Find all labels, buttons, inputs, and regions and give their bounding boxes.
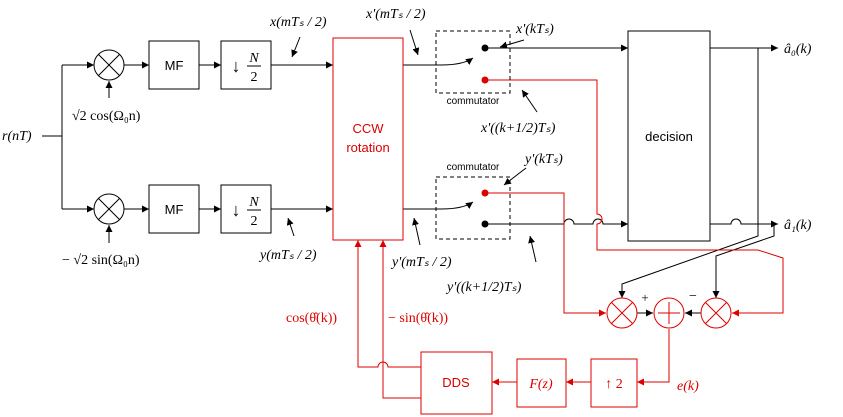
mf-label-bottom: MF [165,202,184,217]
commutator-label-top: commutator [447,96,500,107]
label-y-mid: y'((k+1/2)Tₛ) [445,280,522,295]
switch-top [440,57,474,66]
decimator-d-bottom: 2 [251,214,258,229]
label-cos-theta: cos(θ̂(k)) [286,311,337,326]
a1-tap [712,224,775,298]
commutator-label-bottom: commutator [447,162,500,173]
loop-filter-label: F(z) [528,377,553,392]
label-input: r(nT) [2,129,32,144]
ccw-label-1: CCW [352,121,384,136]
contact-x-on [481,44,489,52]
ptr-x-rot [409,29,420,56]
label-x-mid: x'((k+1/2)Tₛ) [480,121,556,136]
y-mid-path [485,192,606,317]
contact-y-mid [481,189,489,197]
ccw-label-2: rotation [346,140,389,155]
sin-feedback [379,240,421,399]
mf-block-bottom [148,184,200,234]
cos-feedback [354,240,421,368]
mf-label-top: MF [165,58,184,73]
commutator-bottom [435,176,511,240]
ptr-y-rot [412,217,421,246]
dds-block [420,351,493,415]
label-a0: â₀(k) [784,42,812,57]
label-x-dec: x(mTₛ / 2) [269,15,327,30]
label-x-rot: x'(mTₛ / 2) [365,7,426,22]
dds-label: DDS [442,375,470,390]
decision-label: decision [645,129,693,144]
minus-sign: − [689,289,697,304]
ptr-x-on [499,39,525,49]
decimator-top [220,40,272,90]
ptr-y-dec [286,217,295,237]
decimator-arrow-bottom: ↓ [232,200,241,220]
error-path [637,329,670,386]
a0-tap [618,48,759,298]
upsampler-block [590,358,638,408]
ptr-y-on [503,167,527,186]
label-error: e(k) [677,379,699,394]
loop-filter-block [516,358,567,408]
decimator-n-bottom: N [248,195,259,210]
decimator-d-top: 2 [251,70,258,85]
label-sin-mix: − √2 sin(Ω₀n) [62,253,140,268]
mixer-bottom [93,193,125,225]
decimator-bottom [220,184,272,234]
label-cos-mix: √2 cos(Ω₀n) [72,109,141,124]
label-y-rot: y'(mTₛ / 2) [390,255,452,270]
decision-block [627,30,711,242]
mf-block-top [148,40,200,90]
multiplier-right [700,297,732,329]
switch-bot [440,201,474,210]
ccw-rotation-block [332,37,404,241]
contact-x-mid [481,76,489,84]
contact-y-on [481,220,489,228]
label-y-on: y'(kTₛ) [523,152,563,167]
label-neg-sin-theta: − sin(θ̂(k)) [388,311,448,326]
multiplier-left [606,297,638,329]
ptr-x-mid [521,89,538,113]
decimator-n-top: N [248,51,259,66]
upsampler-label: ↑ 2 [605,377,623,392]
commutator-top [435,30,511,94]
label-y-dec: y(mTₛ / 2) [258,248,317,263]
ptr-y-mid [528,235,537,263]
label-a1: â₁(k) [784,218,812,233]
ptr-x-dec [291,36,301,58]
label-x-on: x'(kTₛ) [515,22,554,37]
a1-output [710,218,778,228]
x-mid-path [485,79,784,317]
plus-sign: + [641,290,648,305]
mixer-top [93,49,125,81]
adder [653,297,685,329]
decimator-arrow-top: ↓ [232,56,241,76]
y-on-to-decision [485,218,628,228]
